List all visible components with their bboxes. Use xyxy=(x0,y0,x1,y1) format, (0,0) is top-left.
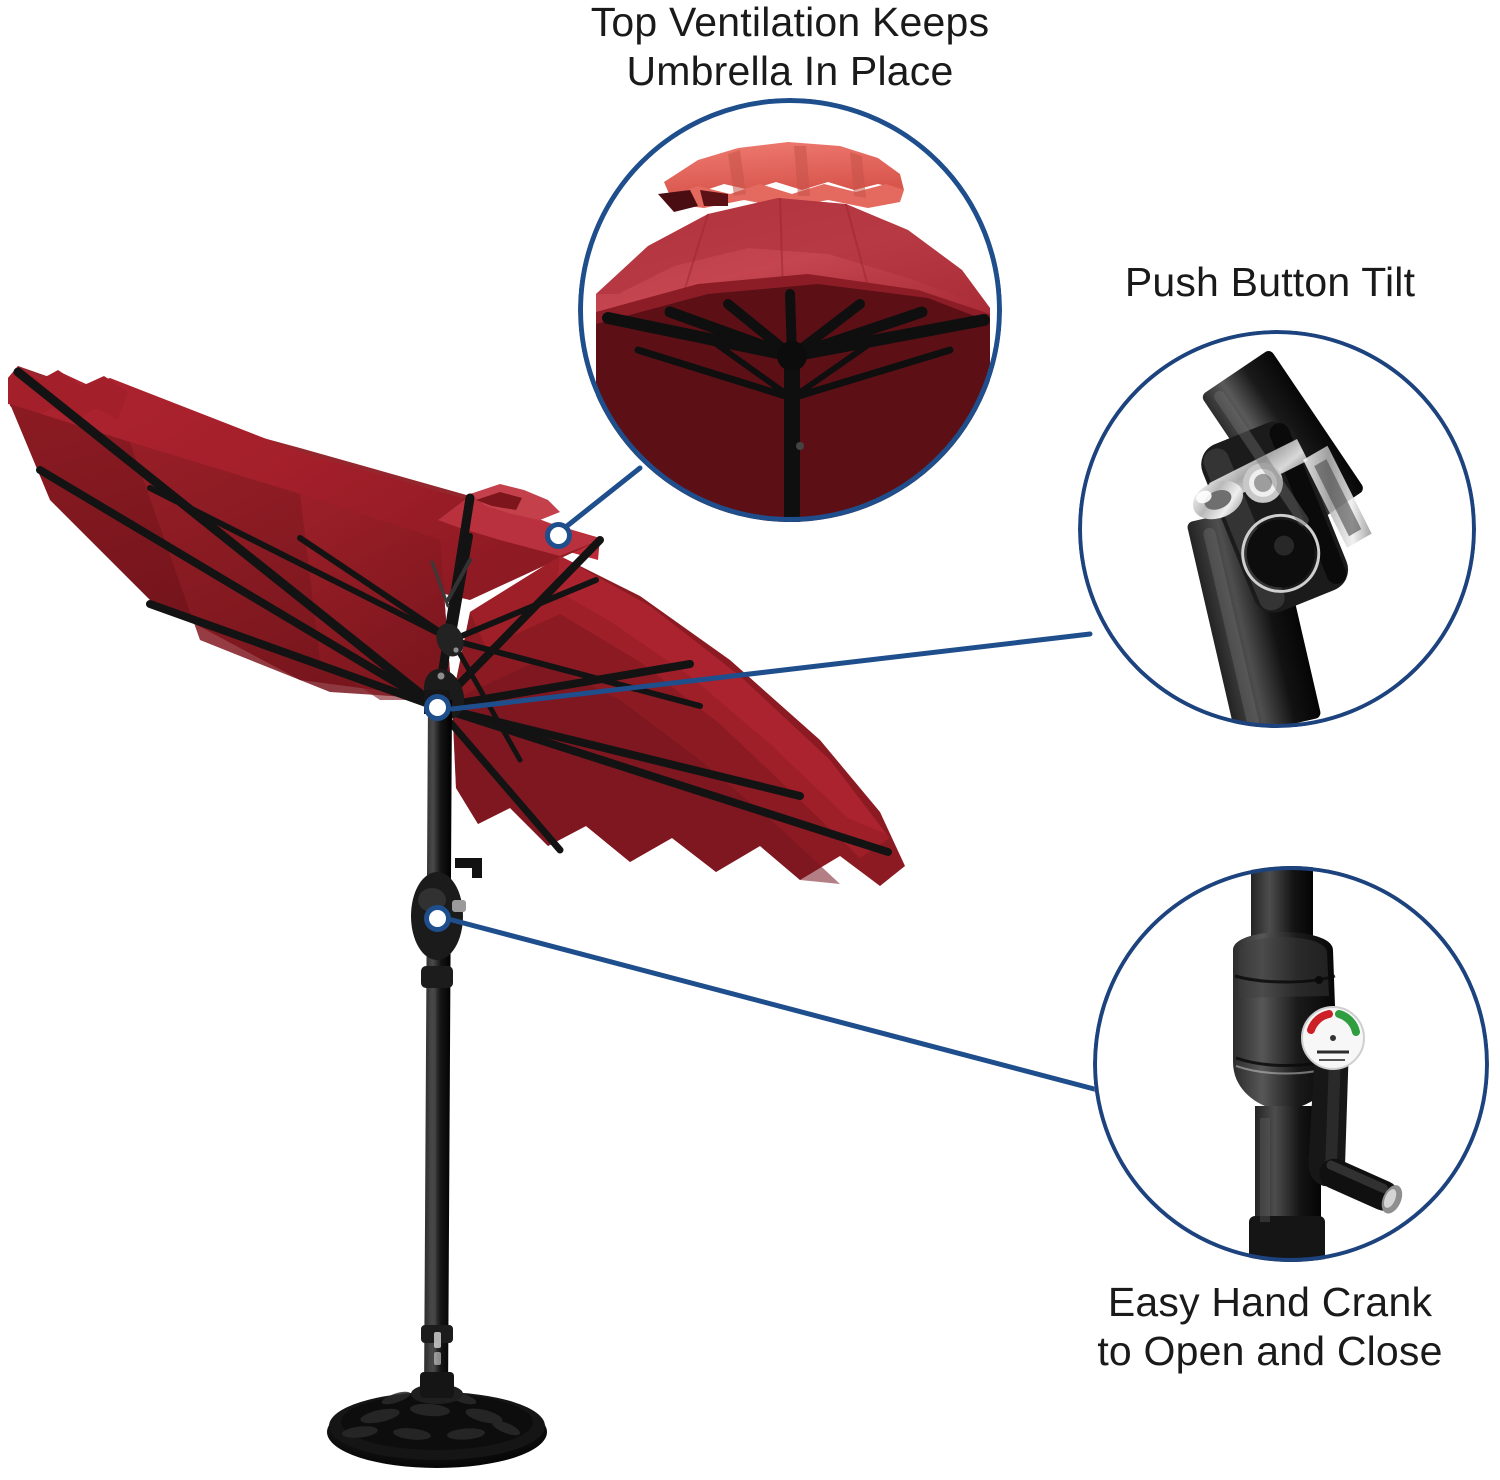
open-close-indicator-dial xyxy=(1301,1006,1365,1070)
connector-line-crank xyxy=(449,917,1101,1093)
top-ventilation-closeup-photo xyxy=(578,98,1002,522)
inset-photo-push-button-tilt xyxy=(1078,330,1476,728)
callout-label-push-button-tilt: Push Button Tilt xyxy=(1124,259,1416,305)
callout-anchor-dot-crank[interactable] xyxy=(424,905,451,932)
callout-anchor-dot-tilt[interactable] xyxy=(424,694,451,721)
umbrella-base xyxy=(327,1372,547,1468)
callout-label-easy-hand-crank: Easy Hand Crank to Open and Close xyxy=(1097,1279,1443,1375)
hand-crank-closeup-photo xyxy=(1093,866,1489,1262)
inset-photo-hand-crank xyxy=(1093,866,1489,1262)
callout-label-top-ventilation: Top Ventilation Keeps Umbrella In Place xyxy=(590,0,990,95)
push-button-tilt-closeup-photo xyxy=(1078,330,1476,728)
connector-line-tilt xyxy=(449,631,1093,712)
inset-photo-top-ventilation xyxy=(578,98,1002,522)
callout-anchor-dot-vent[interactable] xyxy=(545,522,572,549)
umbrella-ribs xyxy=(13,367,892,856)
